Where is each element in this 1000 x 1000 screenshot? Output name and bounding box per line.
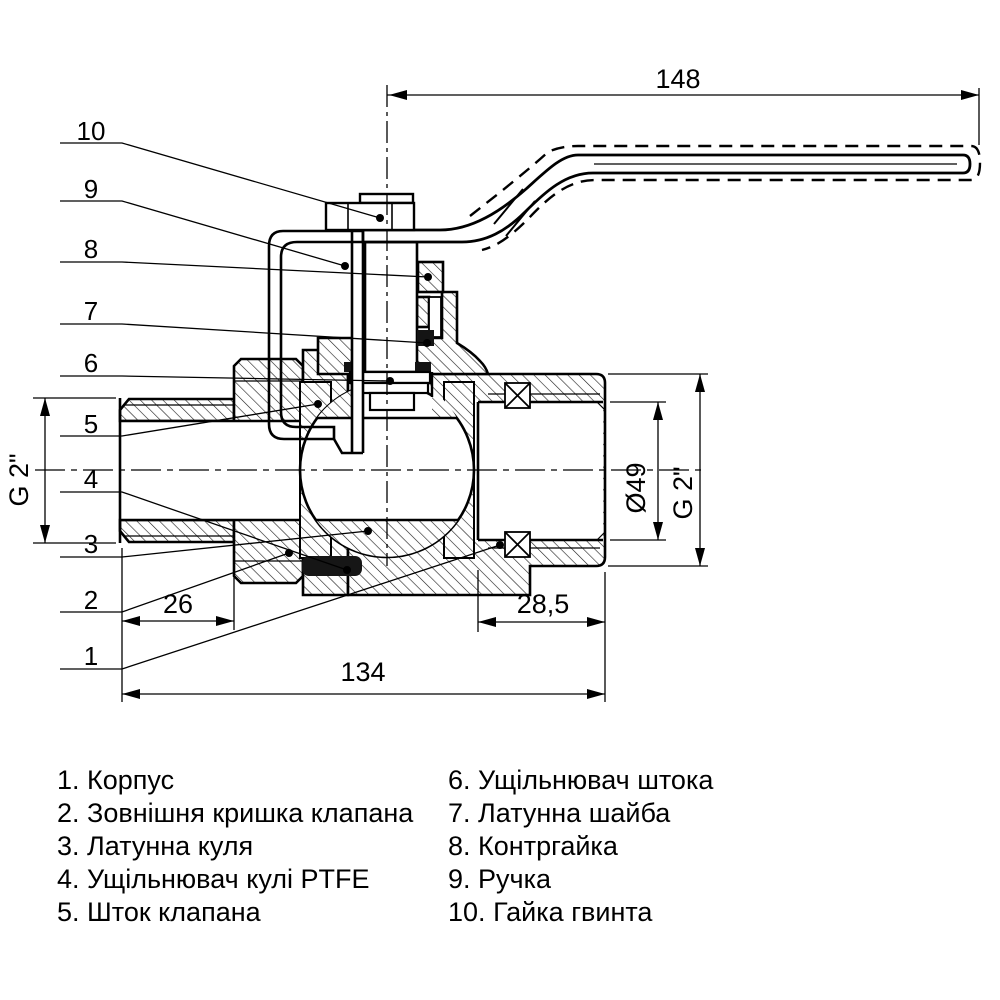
callout-4: 4 [60,464,351,574]
dim-handle-length: 148 [655,64,700,94]
svg-text:8: 8 [84,234,98,264]
callout-2: 2 [60,549,293,615]
left-spigot-bottom-wall [118,518,236,544]
seat-seal-cross [504,382,531,558]
callout-10: 10 [60,116,384,222]
parts-list-right-column: 6. Ущільнювач штока 7. Латунна шайба 8. … [448,764,713,929]
stem-tongue [368,391,416,412]
callout-8: 8 [60,234,432,281]
part-item: 9. Ручка [448,864,552,894]
callout-3: 3 [60,527,372,559]
callout-5: 5 [60,400,322,439]
dim-bore-diameter: Ø49 [621,462,651,513]
svg-text:4: 4 [84,464,98,494]
callout-9: 9 [60,174,349,270]
part-item: 8. Контргайка [448,831,618,861]
dimension-g2-left: G 2" [4,397,116,544]
handle [267,144,982,455]
dimension-148: 148 [387,64,980,145]
stem-assembly [344,240,442,412]
svg-text:9: 9 [84,174,98,204]
part-item: 4. Ущільнювач кулі PTFE [57,864,370,894]
dimension-26: 26 [121,548,235,702]
dim-male-thread-length: 26 [163,589,193,619]
thread-and-facet-lines [124,380,303,562]
callout-7: 7 [60,296,431,347]
part-item: 6. Ущільнювач штока [448,765,714,795]
leader-callouts: 10 9 8 7 6 5 4 3 2 1 [60,116,504,671]
callout-6: 6 [60,348,394,385]
stem-nut [324,192,416,232]
brass-washer [428,296,442,338]
dimension-d49: Ø49 [610,401,666,541]
dim-female-thread-depth: 28,5 [517,589,570,619]
dim-thread-right: G 2" [668,466,698,519]
svg-text:2: 2 [84,585,98,615]
svg-text:10: 10 [77,116,106,146]
dimension-g2-right: G 2" [608,373,708,567]
parts-list-left-column: 1. Корпус 2. Зовнішня кришка клапана 3. … [57,764,413,929]
part-item: 5. Шток клапана [57,897,261,927]
packing-strip [415,295,431,329]
part-item: 7. Латунна шайба [448,798,671,828]
dim-body-length: 134 [340,657,385,687]
svg-text:7: 7 [84,296,98,326]
callout-1: 1 [60,541,504,671]
centerlines [35,85,706,566]
stem-seal-right [415,362,431,372]
svg-text:5: 5 [84,409,98,439]
dim-thread-left: G 2" [4,453,34,506]
dimension-134: 134 [122,657,605,699]
left-spigot-top-wall [118,397,236,423]
handle-lever [361,153,972,244]
dimension-28-5: 28,5 [477,570,606,702]
valve-stem [363,240,419,374]
part-item: 10. Гайка гвинта [448,897,653,927]
svg-text:6: 6 [84,348,98,378]
ptfe-seal-band [302,556,362,576]
part-item: 2. Зовнішня кришка клапана [57,798,414,828]
svg-text:3: 3 [84,529,98,559]
nut-hex [324,201,416,232]
part-item: 3. Латунна куля [57,831,254,861]
bore-channel [118,393,606,549]
handle-sleeve-dashed [469,144,982,252]
part-item: 1. Корпус [57,765,175,795]
svg-text:1: 1 [84,641,98,671]
